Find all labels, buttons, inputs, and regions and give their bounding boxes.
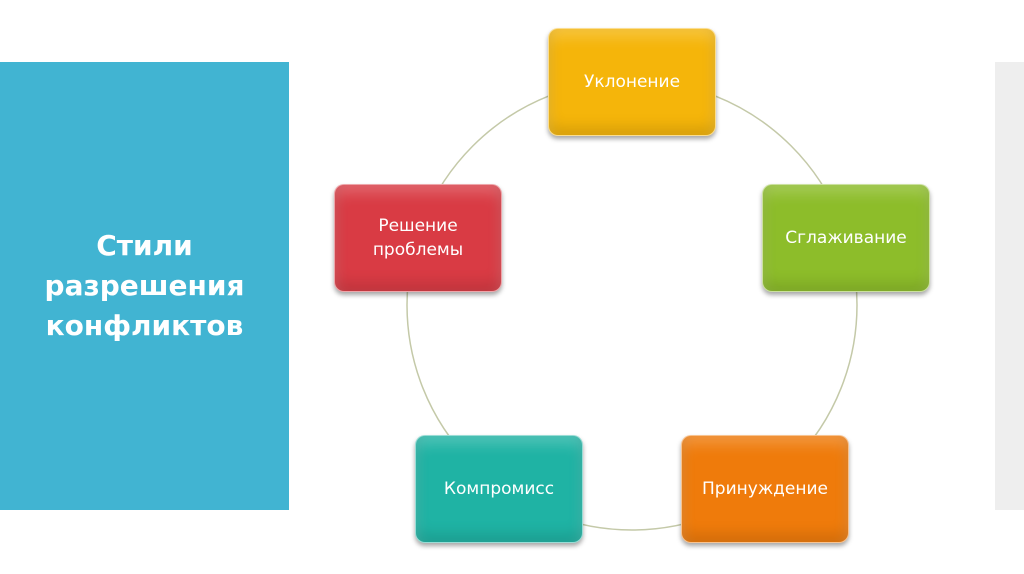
node-avoidance: Уклонение [548, 28, 716, 136]
node-forcing: Принуждение [681, 435, 849, 543]
node-problem-solving-label: Решение проблемы [372, 216, 464, 260]
slide-title-line-1: Стили [96, 229, 193, 262]
node-problem-solving: Решение проблемы [334, 184, 502, 292]
node-smoothing-label: Сглаживание [785, 228, 907, 248]
right-edge-strip [995, 62, 1024, 510]
slide-title: Стили разрешения конфликтов [15, 226, 275, 346]
node-compromise: Компромисс [415, 435, 583, 543]
node-compromise-label: Компромисс [443, 479, 555, 499]
slide-title-line-2: разрешения [44, 269, 245, 302]
node-avoidance-label: Уклонение [583, 72, 681, 92]
node-smoothing: Сглаживание [762, 184, 930, 292]
title-panel: Стили разрешения конфликтов [0, 62, 289, 510]
node-forcing-label: Принуждение [702, 479, 828, 499]
slide-title-line-3: конфликтов [45, 309, 244, 342]
